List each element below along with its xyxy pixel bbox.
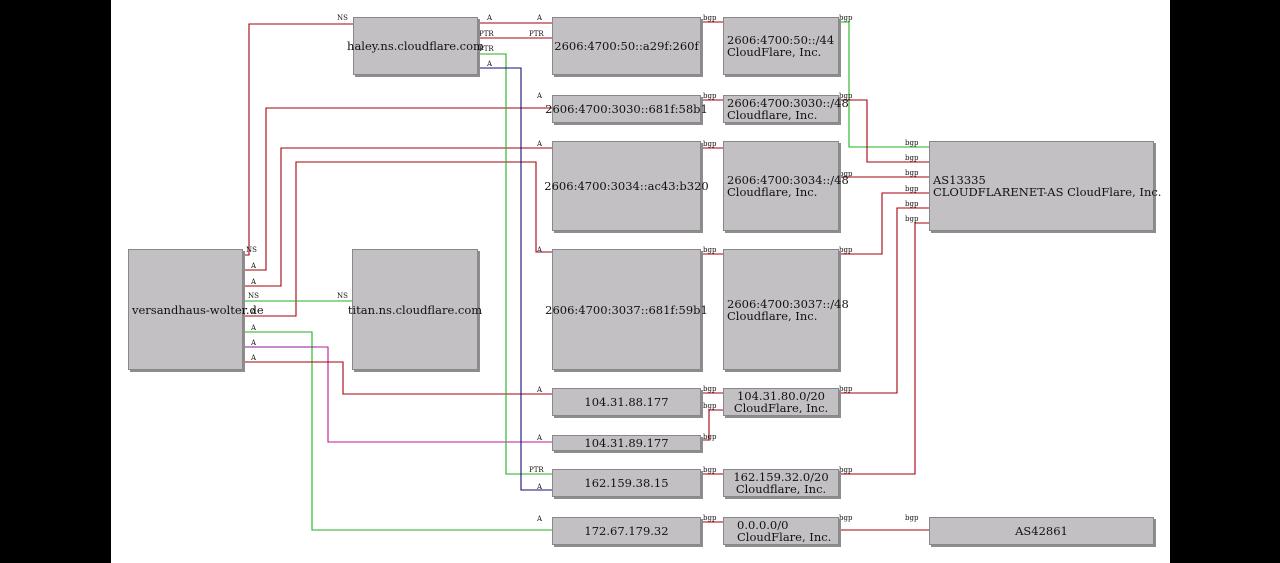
label-bgp: bgp	[905, 154, 919, 162]
label-ptr: PTR	[479, 30, 494, 38]
label-a: A	[250, 262, 257, 270]
label-bgp: bgp	[839, 466, 853, 474]
label-a: A	[250, 278, 257, 286]
label-ns: NS	[337, 14, 348, 22]
label-bgp: bgp	[703, 385, 717, 393]
label-bgp: bgp	[703, 140, 717, 148]
label-a: A	[486, 60, 493, 68]
label-a: A	[486, 14, 493, 22]
edge-bgp-net162-as13335	[839, 222, 929, 475]
label-ns: NS	[246, 246, 257, 254]
label-bgp: bgp	[905, 169, 919, 177]
node-as13335[interactable]: AS13335 CLOUDFLARENET-AS CloudFlare, Inc…	[929, 141, 1161, 231]
label-bgp: bgp	[905, 514, 919, 522]
edge-a-versandhaus-ip3030	[243, 107, 552, 271]
label-bgp: bgp	[703, 466, 717, 474]
label-bgp: bgp	[839, 92, 853, 100]
node-net-0-0-0-0[interactable]: 0.0.0.0/0 CloudFlare, Inc.	[723, 517, 839, 545]
label-a: A	[250, 324, 257, 332]
label-bgp: bgp	[839, 385, 853, 393]
node-net-2606-4700-3034[interactable]: 2606:4700:3034::/48 Cloudflare, Inc.	[723, 141, 849, 231]
label-a: A	[536, 140, 543, 148]
edge-ptr-haley-ip162	[478, 53, 552, 475]
node-ip-162-159-38-15[interactable]: 162.159.38.15	[552, 469, 701, 497]
label-bgp: bgp	[703, 514, 717, 522]
edge-bgp-ip89-net104	[701, 409, 723, 441]
label-bgp: bgp	[839, 514, 853, 522]
label-bgp: bgp	[703, 14, 717, 22]
label-bgp: bgp	[905, 139, 919, 147]
node-ip-104-31-89-177[interactable]: 104.31.89.177	[552, 435, 701, 451]
label-a: A	[536, 434, 543, 442]
label-a: A	[250, 308, 257, 316]
label-bgp: bgp	[905, 200, 919, 208]
node-net-2606-4700-3037[interactable]: 2606:4700:3037::/48 Cloudflare, Inc.	[723, 249, 849, 370]
label-bgp: bgp	[839, 170, 853, 178]
label-ns: NS	[337, 292, 348, 300]
edge-a-versandhaus-ip89	[316, 346, 552, 443]
edge-bgp-net3037-as13335	[839, 192, 929, 255]
node-as42861[interactable]: AS42861	[929, 517, 1154, 545]
label-a: A	[536, 246, 543, 254]
node-net-2606-4700-50[interactable]: 2606:4700:50::/44 CloudFlare, Inc.	[723, 17, 839, 75]
label-bgp: bgp	[905, 185, 919, 193]
graph-canvas: NS NS A A NS A A A A NS A A PTR PTR PTR …	[111, 0, 1170, 563]
label-a: A	[536, 483, 543, 491]
node-ip-2606-4700-3030[interactable]: 2606:4700:3030::681f:58b1	[545, 95, 708, 123]
node-net-162-159-32-0[interactable]: 162.159.32.0/20 Cloudflare, Inc.	[723, 469, 839, 497]
edge-a-versandhaus-ip3037	[243, 161, 552, 317]
label-a: A	[536, 515, 543, 523]
node-net-2606-4700-3030[interactable]: 2606:4700:3030::/48 Cloudflare, Inc.	[723, 95, 849, 123]
label-a: A	[250, 339, 257, 347]
label-a: A	[250, 354, 257, 362]
label-a: A	[536, 386, 543, 394]
label-a: A	[536, 14, 543, 22]
node-versandhaus-wolter[interactable]: versandhaus-wolter.de	[128, 249, 264, 370]
label-ns: NS	[248, 292, 259, 300]
label-bgp: bgp	[839, 14, 853, 22]
edge-bgp-net3030-as13335	[839, 99, 929, 163]
node-ip-172-67-179-32[interactable]: 172.67.179.32	[552, 517, 701, 545]
label-bgp: bgp	[703, 402, 717, 410]
label-ptr: PTR	[529, 466, 544, 474]
label-a: A	[536, 92, 543, 100]
node-net-104-31-80-0[interactable]: 104.31.80.0/20 CloudFlare, Inc.	[723, 388, 839, 416]
edge-bgp-net104-as13335	[839, 207, 929, 394]
node-titan-ns[interactable]: titan.ns.cloudflare.com	[348, 249, 482, 370]
edge-a-haley-ip162	[478, 67, 552, 491]
edge-a-versandhaus-ip172	[243, 331, 552, 531]
edges-layer: NS NS A A NS A A A A NS A A PTR PTR PTR …	[243, 14, 929, 531]
node-ip-2606-4700-50[interactable]: 2606:4700:50::a29f:260f	[552, 17, 701, 75]
label-bgp: bgp	[703, 433, 717, 441]
node-ip-104-31-88-177[interactable]: 104.31.88.177	[552, 388, 701, 416]
node-ip-2606-4700-3034[interactable]: 2606:4700:3034::ac43:b320	[544, 141, 709, 231]
edge-a-versandhaus-ip88	[243, 361, 552, 395]
node-haley-ns[interactable]: haley.ns.cloudflare.com	[347, 17, 484, 75]
edge-ns-versandhaus-haley	[243, 23, 354, 256]
label-bgp: bgp	[839, 246, 853, 254]
edge-a-versandhaus-ip3034	[243, 147, 552, 287]
label-ptr: PTR	[479, 45, 494, 53]
node-ip-2606-4700-3037[interactable]: 2606:4700:3037::681f:59b1	[545, 249, 708, 370]
label-bgp: bgp	[703, 92, 717, 100]
label-bgp: bgp	[905, 215, 919, 223]
label-bgp: bgp	[703, 246, 717, 254]
label-ptr: PTR	[529, 30, 544, 38]
edge-bgp-net50-as13335	[839, 21, 929, 148]
